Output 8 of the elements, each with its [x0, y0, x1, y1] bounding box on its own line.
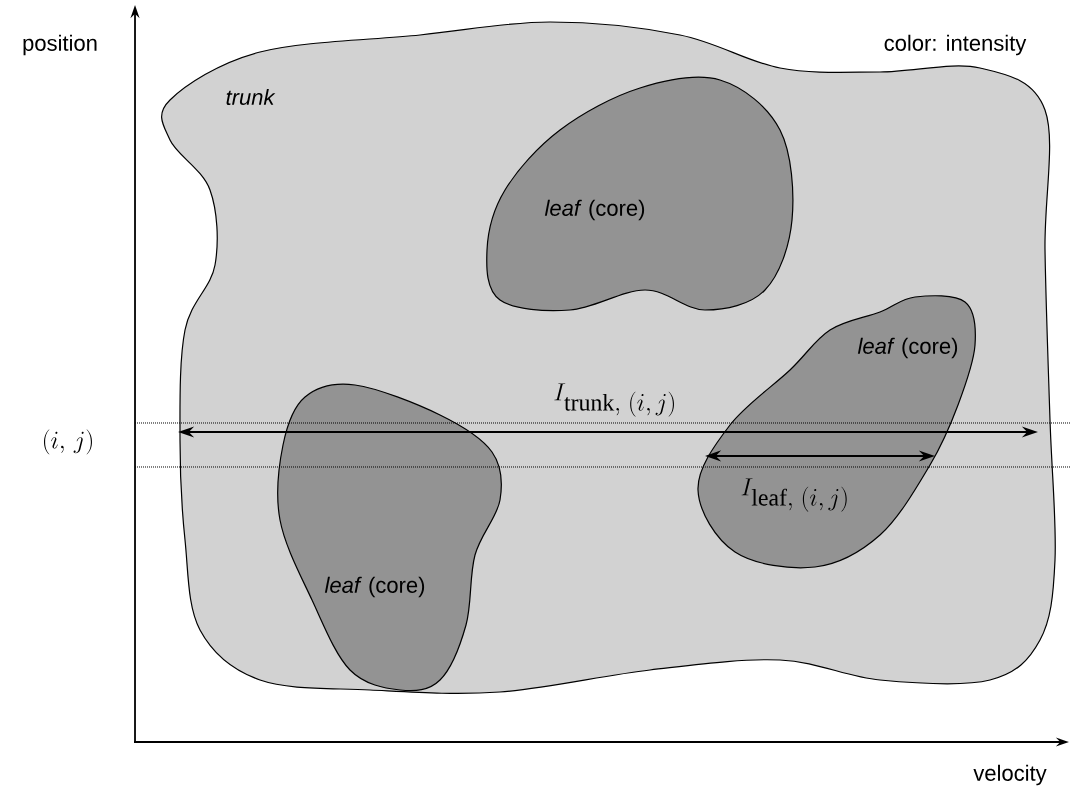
measure-label: $I_{\mathrm{trunk},\;(i,\,j)}$ [554, 383, 674, 417]
leaf-region: leaf (core) [486, 76, 794, 312]
axis-label: velocity [973, 764, 1047, 786]
leaf-region: leaf (core) [277, 383, 502, 692]
axis-label: position [23, 34, 97, 56]
measure-label: $I_{\mathrm{leaf},\;(i,\,j)}$ [741, 478, 847, 512]
row-label: $(i,\,j)$ [44, 429, 92, 455]
legend-note: color: intensity [884, 34, 1027, 56]
